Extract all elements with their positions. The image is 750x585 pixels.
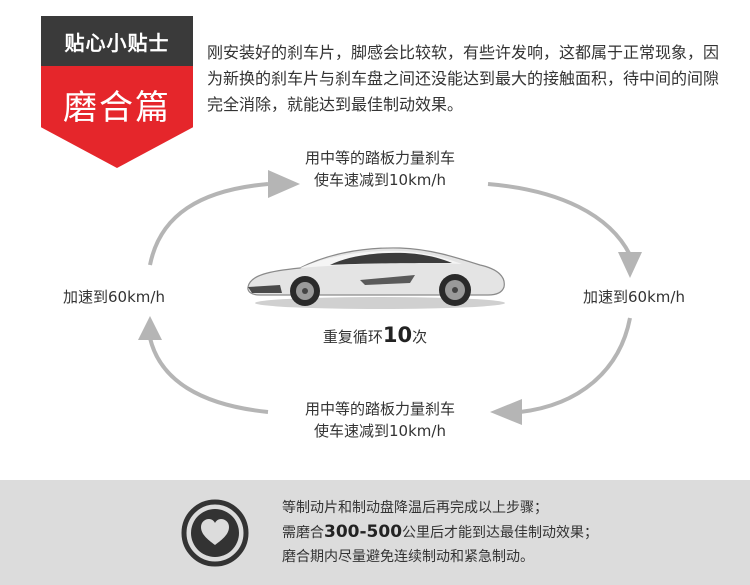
bottom-step-line2: 使车速减到10km/h (314, 422, 446, 440)
note-text: 等制动片和制动盘降温后再完成以上步骤； 需磨合300-500公里后才能到达最佳制… (282, 496, 598, 569)
arrowhead-bottom-right (490, 399, 522, 425)
repeat-count: 10 (382, 323, 413, 347)
repeat-cycle-label: 重复循环10次 (300, 323, 450, 347)
badge-top-text: 贴心小贴士 (64, 30, 170, 55)
note-line2-prefix: 需磨合 (282, 525, 324, 541)
badge-main-text: 磨合篇 (63, 88, 171, 128)
badge-header: 贴心小贴士 (41, 16, 193, 66)
intro-paragraph: 刚安装好的刹车片，脚感会比较软，有些许发响，这都属于正常现象，因为新换的刹车片与… (207, 43, 720, 114)
cycle-arrows (138, 170, 642, 425)
arrow-bottom-left (148, 337, 269, 414)
top-step-line2: 使车速减到10km/h (314, 171, 446, 189)
left-step-label: 加速到60km/h (63, 288, 165, 306)
bottom-step-label: 用中等的踏板力量刹车 使车速减到10km/h (230, 398, 530, 442)
right-step-label: 加速到60km/h (583, 288, 685, 306)
top-step-label: 用中等的踏板力量刹车 使车速减到10km/h (230, 147, 530, 191)
note-line1: 等制动片和制动盘降温后再完成以上步骤； (282, 500, 548, 516)
note-line2: 需磨合300-500公里后才能到达最佳制动效果； (282, 520, 598, 545)
arrow-bottom-right (519, 317, 632, 414)
note-line3: 磨合期内尽量避免连续制动和紧急制动。 (282, 549, 534, 565)
bottom-note: 等制动片和制动盘降温后再完成以上步骤； 需磨合300-500公里后才能到达最佳制… (0, 480, 750, 585)
arrowhead-bottom-left (138, 316, 162, 340)
arrow-top-right (487, 182, 632, 256)
top-step-line1: 用中等的踏板力量刹车 (304, 149, 455, 167)
repeat-suffix: 次 (412, 328, 428, 346)
note-line2-range: 300-500 (324, 522, 403, 542)
arrowhead-top-right (618, 252, 642, 278)
arrow-top-left (148, 182, 269, 266)
arrowhead-top-left (268, 170, 300, 198)
repeat-prefix: 重复循环 (322, 328, 383, 346)
heart-icon (181, 499, 249, 567)
sports-car-image (247, 247, 505, 309)
tip-badge: 贴心小贴士 磨合篇 (41, 16, 193, 168)
note-line2-suffix: 公里后才能到达最佳制动效果； (402, 525, 599, 541)
bottom-step-line1: 用中等的踏板力量刹车 (304, 400, 455, 418)
